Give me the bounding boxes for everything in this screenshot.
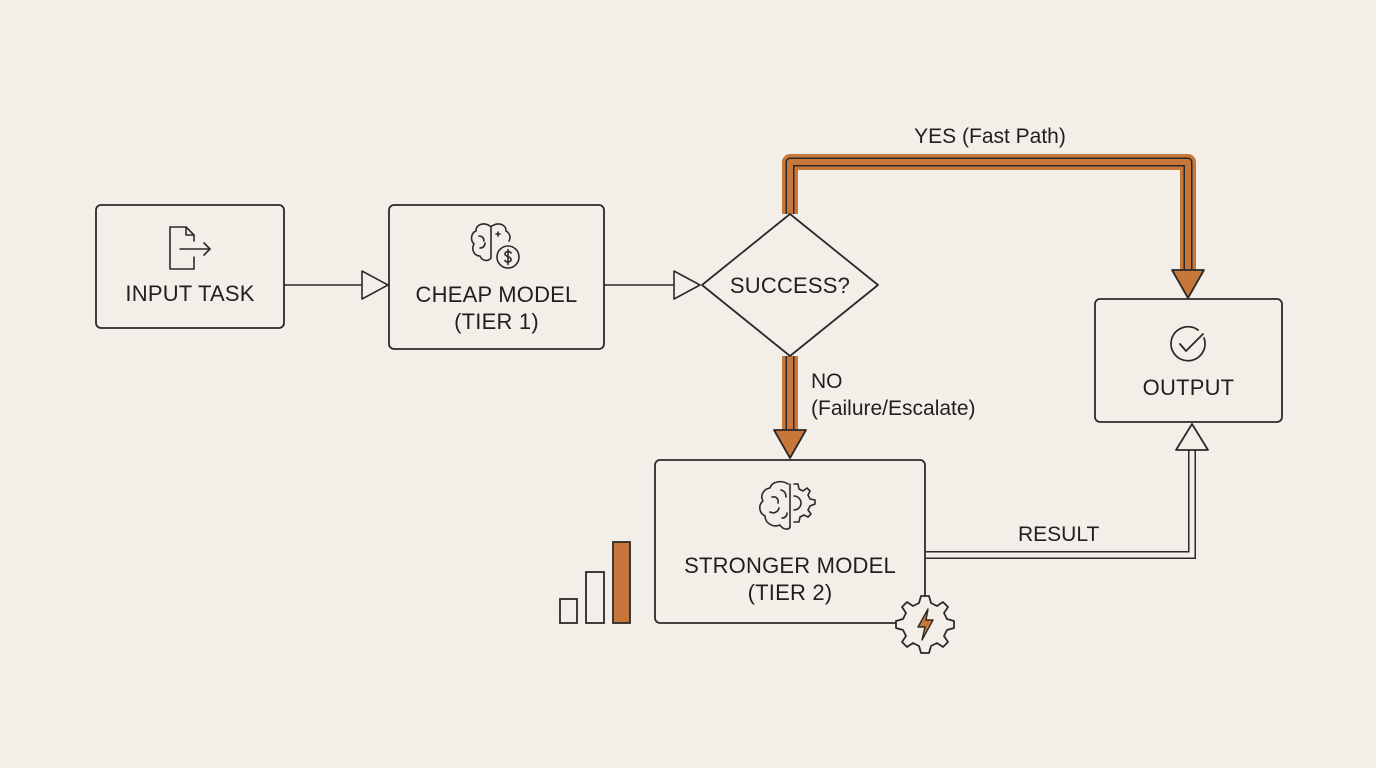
yes-edge-label: YES (Fast Path) xyxy=(914,125,1066,148)
decision-label: SUCCESS? xyxy=(729,273,851,298)
node-input-task xyxy=(95,204,285,329)
result-edge-label: RESULT xyxy=(1018,523,1100,546)
edge-yes-fast-path xyxy=(782,154,1205,299)
stronger-model-label: STRONGER MODEL xyxy=(684,553,896,578)
bar-chart-icon xyxy=(559,541,631,624)
stronger-model-tier-label: (TIER 2) xyxy=(747,580,833,605)
cheap-model-tier-label: (TIER 1) xyxy=(454,309,539,334)
node-stronger-model xyxy=(654,459,926,624)
edge-no-escalate xyxy=(773,356,807,459)
lightning-gear-icon xyxy=(895,595,955,654)
node-output xyxy=(1094,298,1283,423)
brain-dollar-icon xyxy=(470,223,520,269)
file-export-icon xyxy=(169,226,211,270)
check-circle-icon xyxy=(1170,325,1206,362)
edge-input-to-cheap xyxy=(284,270,389,300)
edge-cheap-to-decision xyxy=(604,270,701,300)
node-decision-success xyxy=(701,213,879,357)
cheap-model-label: CHEAP MODEL xyxy=(415,282,578,307)
edge-result xyxy=(926,423,1209,559)
brain-gear-icon xyxy=(759,480,816,530)
output-label: OUTPUT xyxy=(1142,375,1235,400)
node-cheap-model xyxy=(388,204,605,350)
no-edge-sublabel: (Failure/Escalate) xyxy=(811,397,976,420)
input-task-label: INPUT TASK xyxy=(125,281,255,306)
no-edge-label: NO xyxy=(811,370,843,393)
